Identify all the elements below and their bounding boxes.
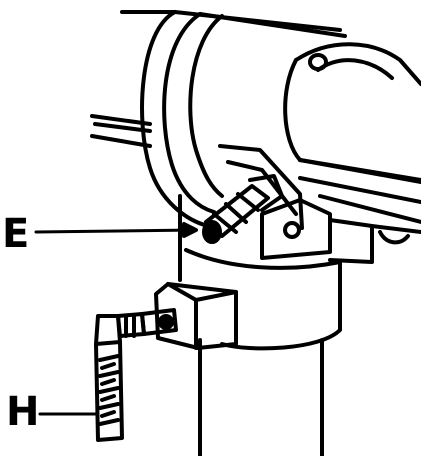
flexible-hose xyxy=(94,314,124,442)
valve-block xyxy=(154,282,238,350)
pipe xyxy=(283,42,421,182)
hose-fitting xyxy=(116,308,178,338)
clamp-bracket xyxy=(218,144,421,264)
callout-label-e: E xyxy=(2,211,30,257)
clamp-ring xyxy=(120,10,347,228)
adjusting-screw xyxy=(202,174,284,244)
callout-label-h: H xyxy=(6,389,40,435)
cylinder-housing xyxy=(178,194,342,456)
leader-line-e xyxy=(34,222,198,238)
